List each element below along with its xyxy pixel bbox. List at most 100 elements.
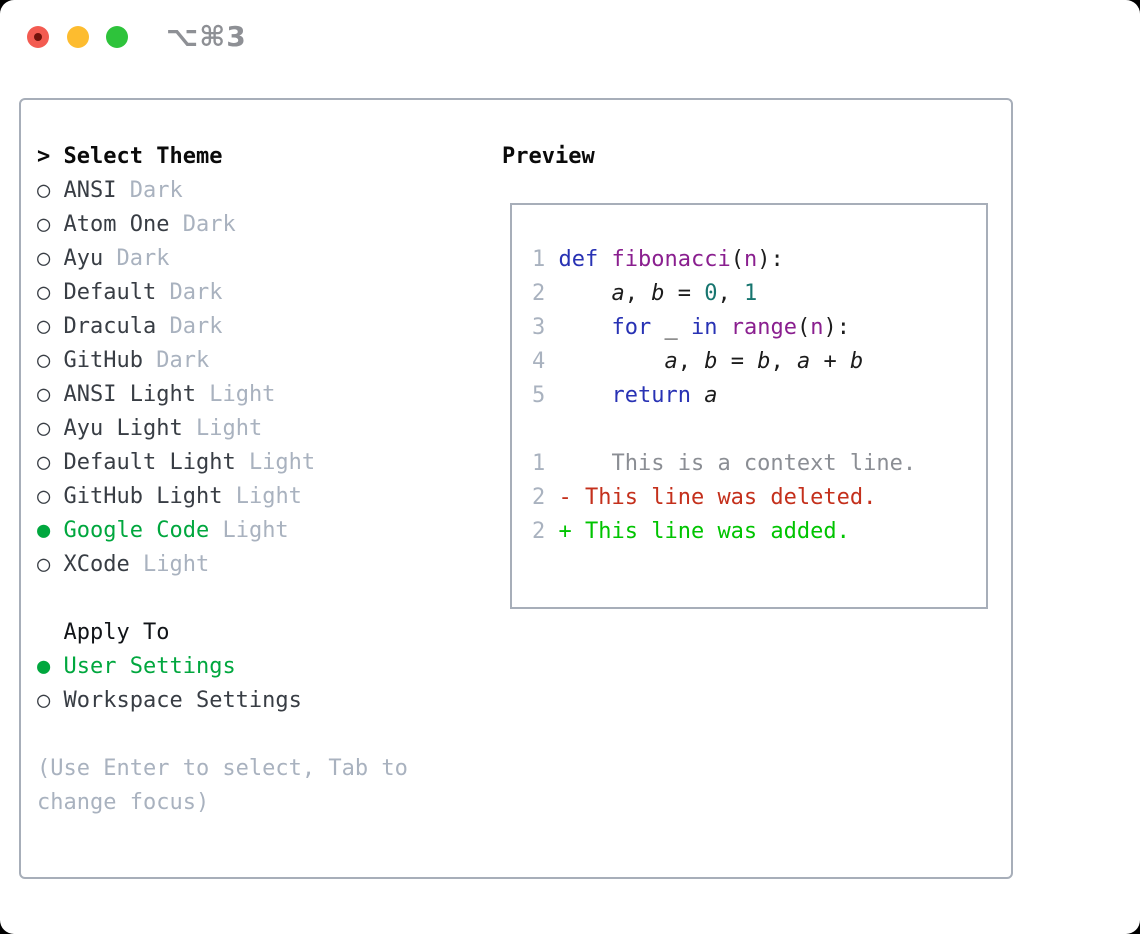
line-number: 2	[532, 281, 546, 306]
token-pl: +	[810, 349, 850, 374]
theme-name: ANSI Light	[63, 382, 196, 407]
line-number: 1	[532, 451, 546, 476]
spacer	[37, 582, 408, 616]
theme-variant: Dark	[156, 348, 210, 373]
token-kw: for	[611, 315, 652, 340]
theme-name: Google Code	[63, 518, 210, 543]
apply-option-label: Workspace Settings	[63, 688, 302, 713]
theme-variant: Light	[209, 382, 276, 407]
token-id: a	[664, 349, 678, 374]
apply-to-option[interactable]: ● User Settings	[37, 650, 408, 684]
theme-variant: Light	[235, 484, 302, 509]
token-fn: range	[730, 315, 797, 340]
token-id: a	[611, 281, 625, 306]
token-id: a	[704, 383, 718, 408]
token-num: 1	[743, 281, 758, 306]
theme-option[interactable]: ○ ANSI Light Light	[37, 378, 408, 412]
close-button[interactable]	[27, 26, 49, 48]
theme-name: GitHub	[63, 348, 143, 373]
theme-variant: Light	[142, 552, 210, 577]
zoom-button[interactable]	[106, 26, 128, 48]
theme-option[interactable]: ○ Default Light Light	[37, 446, 408, 480]
apply-to-title: Apply To	[63, 620, 170, 645]
theme-option[interactable]: ○ XCode Light	[37, 548, 408, 582]
apply-to-options: ● User Settings○ Workspace Settings	[37, 650, 408, 718]
radio-icon: ○	[37, 416, 51, 441]
token-id: b	[849, 349, 864, 374]
token-pl	[559, 315, 612, 340]
theme-variant: Light	[222, 518, 289, 543]
line-number: 1	[532, 247, 546, 272]
token-kw: in	[690, 315, 718, 340]
token-pl	[559, 281, 612, 306]
line-number: 2	[532, 519, 546, 544]
help-text-line1: (Use Enter to select, Tab to	[37, 756, 408, 781]
theme-variant: Dark	[116, 246, 170, 271]
theme-option[interactable]: ○ Ayu Light Light	[37, 412, 408, 446]
minimize-button[interactable]	[67, 26, 89, 48]
radio-icon: ○	[37, 348, 51, 373]
theme-name: ANSI	[63, 178, 117, 203]
radio-icon: ○	[37, 688, 51, 713]
line-number: 4	[532, 349, 546, 374]
token-pl: (	[796, 315, 811, 340]
token-pl: _	[651, 315, 691, 340]
theme-name: Atom One	[63, 212, 170, 237]
token-id: a	[796, 349, 811, 374]
token-num: 0	[704, 281, 718, 306]
help-text-line2: change focus)	[37, 790, 210, 815]
token-pl: =	[664, 281, 705, 306]
theme-option[interactable]: ○ Default Dark	[37, 276, 408, 310]
token-pl: (	[730, 247, 744, 272]
token-ctx: This is a context line.	[558, 451, 917, 476]
token-pl: ):	[823, 315, 850, 340]
theme-variant: Dark	[169, 280, 223, 305]
token-kw: return	[611, 383, 691, 408]
line-number: 5	[532, 383, 546, 408]
theme-option[interactable]: ○ GitHub Dark	[37, 344, 408, 378]
radio-icon: ○	[37, 314, 51, 339]
radio-icon: ○	[37, 484, 51, 509]
window-titlebar: ⌥⌘3	[0, 0, 1140, 74]
code-line: 1 This is a context line.	[532, 447, 986, 481]
radio-icon: ○	[37, 280, 51, 305]
token-pl	[559, 349, 665, 374]
token-fn: fibonacci	[611, 247, 731, 272]
token-pl	[691, 383, 704, 408]
code-line: 1 def fibonacci(n):	[532, 243, 986, 277]
theme-option[interactable]: ○ GitHub Light Light	[37, 480, 408, 514]
theme-option[interactable]: ○ Atom One Dark	[37, 208, 408, 242]
code-line: 3 for _ in range(n):	[532, 311, 986, 345]
theme-option[interactable]: ○ Ayu Dark	[37, 242, 408, 276]
token-prm: n	[810, 315, 824, 340]
token-prm: n	[743, 247, 758, 272]
theme-option[interactable]: ○ ANSI Dark	[37, 174, 408, 208]
token-pl: ,	[677, 349, 705, 374]
theme-variant: Light	[248, 450, 316, 475]
apply-to-option[interactable]: ○ Workspace Settings	[37, 684, 408, 718]
token-id: b	[704, 349, 718, 374]
token-id: b	[651, 281, 665, 306]
blank-line	[532, 413, 986, 447]
theme-option[interactable]: ○ Dracula Dark	[37, 310, 408, 344]
theme-name: XCode	[63, 552, 130, 577]
theme-variant: Dark	[169, 314, 223, 339]
token-add: + This line was added.	[558, 519, 850, 544]
token-pl: ,	[770, 349, 797, 374]
token-kw: def	[558, 247, 599, 272]
theme-option[interactable]: ● Google Code Light	[37, 514, 408, 548]
token-pl	[598, 247, 611, 272]
line-number: 3	[532, 315, 546, 340]
code-line: 4 a, b = b, a + b	[532, 345, 986, 379]
apply-option-label: User Settings	[63, 654, 236, 679]
code-line: 2 - This line was deleted.	[532, 481, 986, 515]
theme-name: Ayu	[63, 246, 104, 271]
token-pl: ,	[624, 281, 652, 306]
theme-name: GitHub Light	[63, 484, 223, 509]
radio-icon: ○	[37, 450, 51, 475]
theme-name: Ayu Light	[63, 416, 183, 441]
radio-icon: ○	[37, 178, 51, 203]
select-theme-header: > Select Theme	[37, 140, 408, 174]
